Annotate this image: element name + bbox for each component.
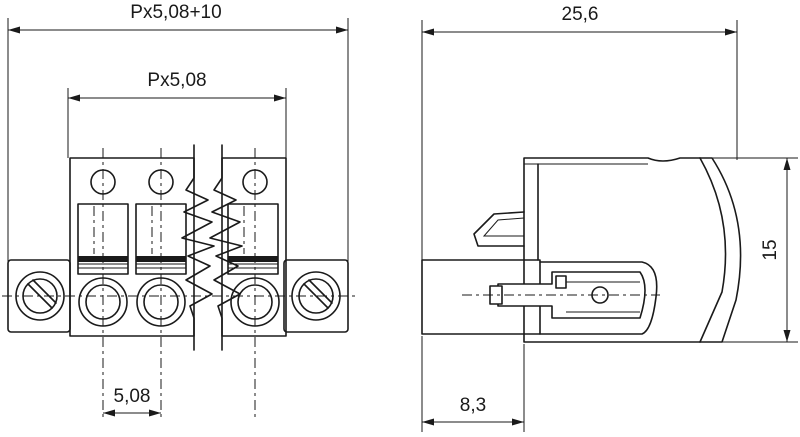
dimension-height: 15	[650, 157, 798, 343]
wire-entries	[77, 203, 279, 275]
housing-right	[221, 157, 287, 337]
wire-entry-2	[135, 203, 187, 275]
housing-left	[69, 157, 195, 337]
depth-label: 25,6	[562, 4, 599, 25]
flange-screws	[2, 271, 355, 321]
clamp-screw-1	[78, 277, 128, 327]
clamp-screw-3	[230, 277, 280, 327]
pitch-span-label: Px5,08	[147, 70, 206, 91]
clamp-screw-2	[136, 277, 186, 327]
wire-entry-3	[227, 203, 279, 275]
wire-entry-1	[77, 203, 129, 275]
test-holes	[90, 148, 268, 420]
height-label: 15	[760, 239, 781, 260]
dimension-pitch-span: Px5,08	[67, 70, 287, 158]
clamp-screws	[78, 277, 280, 327]
dimension-pitch: 5,08	[103, 386, 161, 417]
latch-hook	[473, 211, 525, 247]
side-view: 25,6 15	[421, 4, 798, 432]
front-view: Px5,08+10 Px5,08	[2, 2, 355, 420]
overall-width-label: Px5,08+10	[130, 2, 221, 23]
dimension-depth: 25,6	[421, 4, 738, 262]
dimension-offset: 8,3	[421, 336, 525, 432]
offset-label: 8,3	[460, 395, 486, 416]
dimension-overall-width: Px5,08+10	[7, 2, 349, 262]
side-housing	[523, 157, 742, 343]
pitch-label: 5,08	[114, 386, 151, 407]
break-lines	[181, 144, 243, 351]
